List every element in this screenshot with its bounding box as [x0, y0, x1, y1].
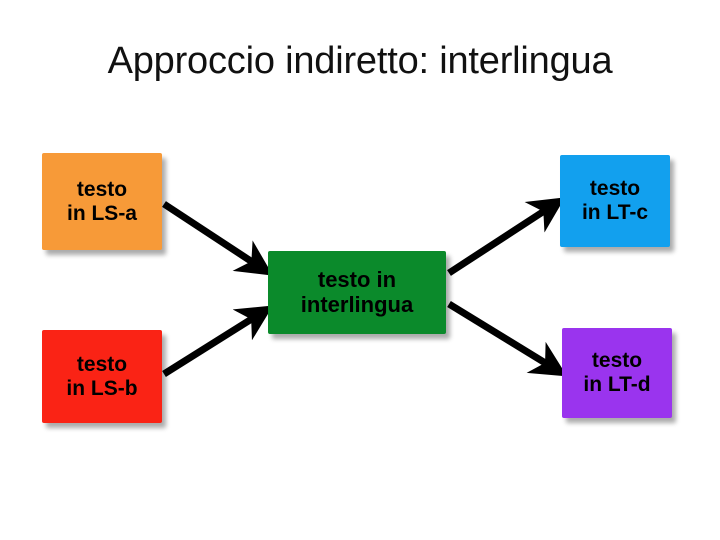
node-interlingua-line1: testo in: [317, 266, 397, 292]
arrow-interlingua-to-lt-c: [447, 197, 566, 276]
node-lt-c-line1: testo: [589, 177, 641, 201]
node-lt-c[interactable]: testo in LT-c: [560, 155, 670, 247]
node-ls-a[interactable]: testo in LS-a: [42, 153, 162, 250]
node-ls-b[interactable]: testo in LS-b: [42, 330, 162, 423]
node-lt-d-line2: in LT-d: [583, 373, 651, 396]
node-lt-d[interactable]: testo in LT-d: [562, 328, 672, 418]
arrow-interlingua-to-lt-d: [447, 301, 568, 377]
node-lt-d-line1: testo: [591, 349, 643, 373]
page-title: Approccio indiretto: interlingua: [107, 40, 613, 82]
node-lt-c-line2: in LT-c: [581, 201, 649, 224]
node-ls-b-line2: in LS-b: [66, 376, 138, 400]
node-ls-a-line1: testo: [76, 177, 128, 201]
node-ls-b-line1: testo: [76, 352, 128, 376]
node-interlingua-line2: interlingua: [300, 291, 414, 317]
arrow-ls-b-to-interlingua: [162, 305, 274, 377]
node-ls-a-line2: in LS-a: [66, 201, 137, 225]
node-interlingua[interactable]: testo in interlingua: [268, 251, 446, 334]
arrow-ls-a-to-interlingua: [162, 201, 274, 276]
